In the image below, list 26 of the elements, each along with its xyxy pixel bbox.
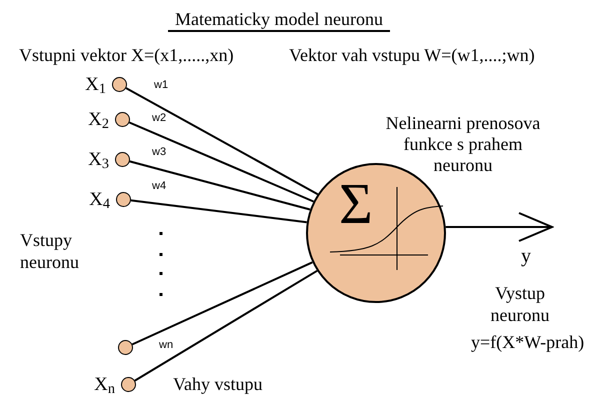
edge-label: w4: [152, 181, 166, 192]
input-label: X$_{4}$: [89, 188, 110, 210]
text-label: Vektor vah vstupu W=(w1,....;wn): [289, 44, 535, 66]
sigma-symbol: Σ: [339, 181, 373, 227]
connector-line: [130, 199, 307, 224]
connector-line: [134, 270, 318, 382]
text-label: Vstupy neuronu: [20, 229, 80, 273]
input-label: X$_{2}$: [88, 108, 109, 130]
text-label: Vahy vstupu: [173, 373, 262, 395]
connector-line: [126, 87, 318, 196]
input-label: X$_{n}$: [94, 374, 115, 396]
connector-line: [132, 261, 313, 346]
edge-label: wn: [159, 340, 174, 351]
text-label: y=f(X*W-prah): [471, 331, 584, 353]
neuron-caption: Nelinearni prenosova funkce s prahem neuronu: [384, 113, 542, 176]
edge-label: w2: [152, 113, 166, 124]
connector-line: [129, 122, 314, 202]
edge-label: w3: [152, 147, 166, 158]
input-label: X$_{3}$: [88, 148, 109, 170]
text-label: Vstupni vektor X=(x1,.....,xn): [19, 44, 234, 66]
edge-label: w1: [154, 80, 168, 91]
connector-line: [129, 160, 310, 210]
edge-label: y: [521, 246, 531, 266]
input-label: X$_{1}$: [85, 74, 106, 96]
title: Matematicky model neuronu: [168, 8, 390, 32]
arrow: [446, 212, 553, 242]
